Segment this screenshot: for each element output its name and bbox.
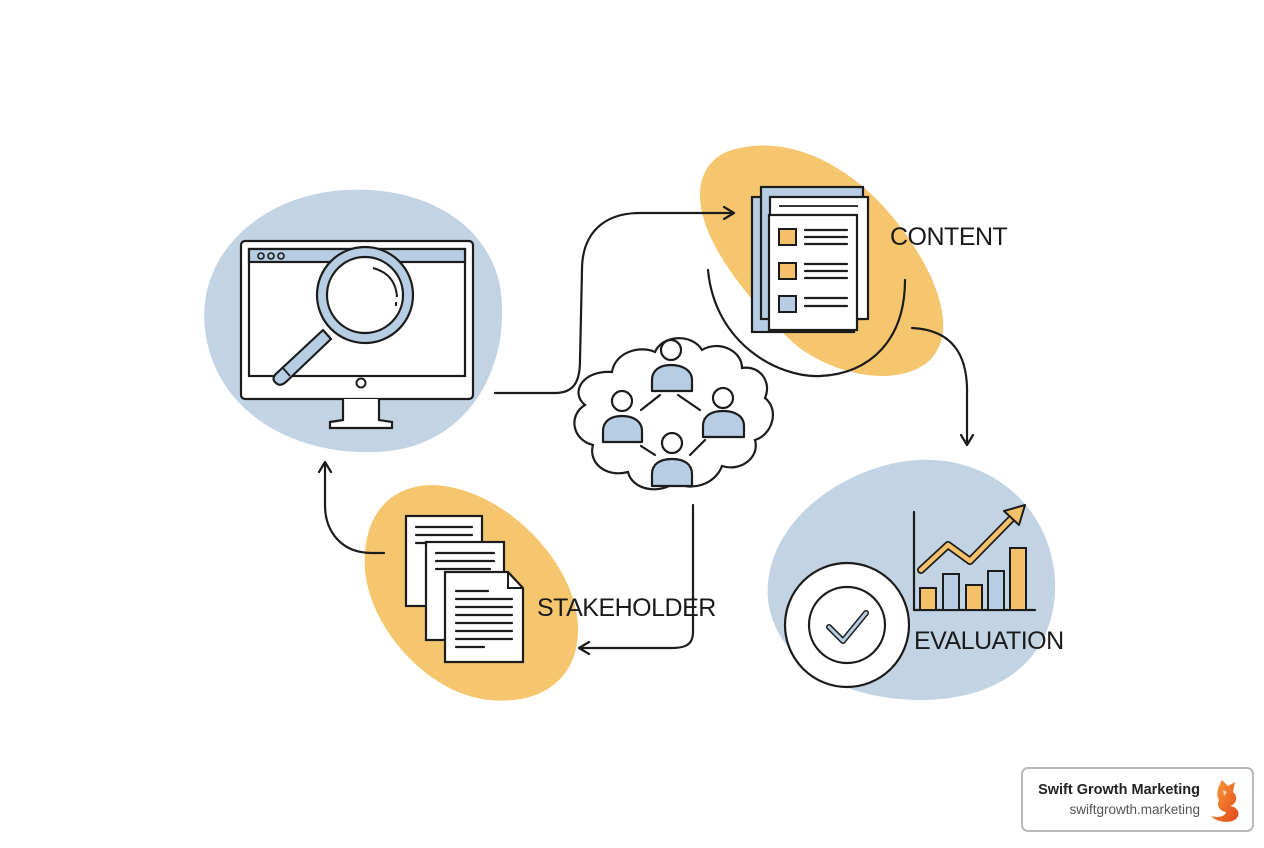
document-checklist-icon (750, 185, 870, 334)
evaluation-label: EVALUATION (914, 627, 1064, 655)
fox-logo-icon (1211, 779, 1239, 822)
connector-research-to-content (493, 213, 733, 395)
brand-text: Swift Growth Marketing swiftgrowth.marke… (1037, 782, 1208, 817)
checkmark-chart-icon (783, 504, 1037, 689)
brand-card[interactable]: Swift Growth Marketing swiftgrowth.marke… (1021, 767, 1254, 832)
document-stack-icon (404, 514, 525, 664)
stakeholder-label: STAKEHOLDER (537, 594, 716, 622)
brand-name: Swift Growth Marketing (1038, 782, 1200, 798)
connector-stakeholder-to-research (325, 463, 386, 555)
people-network-cloud-icon (573, 337, 775, 491)
connector-network-to-stakeholder (580, 503, 695, 648)
content-label: CONTENT (890, 223, 1008, 251)
brand-url[interactable]: swiftgrowth.marketing (1069, 802, 1200, 817)
content-orbit-arc (706, 268, 907, 378)
connector-content-to-evaluation (910, 326, 967, 444)
monitor-magnifier-icon (239, 239, 475, 430)
